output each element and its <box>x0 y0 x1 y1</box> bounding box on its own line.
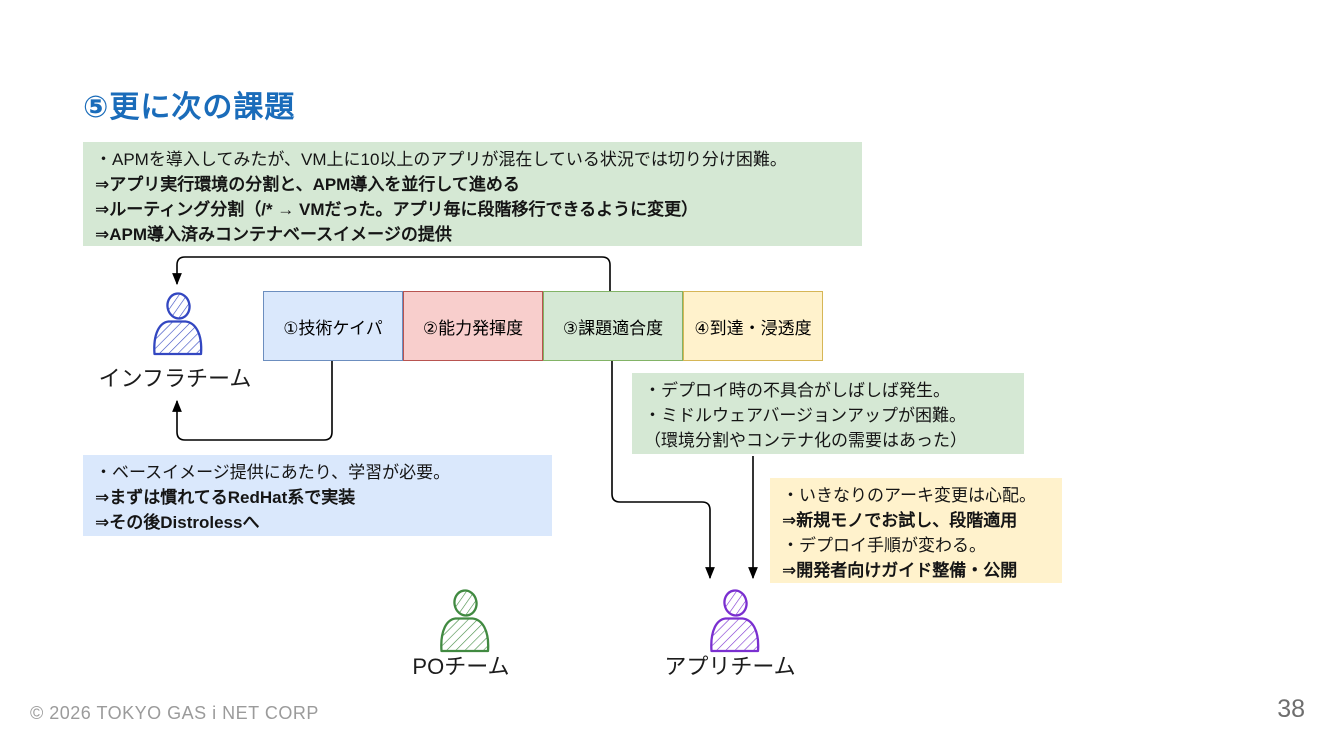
apm-note: ・APMを導入してみたが、VM上に10以上のアプリが混在している状況では切り分け… <box>83 142 862 246</box>
note-line: ⇒まずは慣れてるRedHat系で実装 <box>95 488 356 507</box>
note-line: ・ミドルウェアバージョンアップが困難。 <box>644 406 966 425</box>
note-line: ⇒ルーティング分割（/* → VMだった。アプリ毎に段階移行できるように変更） <box>95 200 699 219</box>
note-line: ・いきなりのアーキ変更は心配。 <box>782 486 1036 505</box>
note-line: ⇒開発者向けガイド整備・公開 <box>782 561 1018 580</box>
deploy-note: ・デプロイ時の不具合がしばしば発生。・ミドルウェアバージョンアップが困難。 （環境… <box>632 373 1024 454</box>
note-line: ・デプロイ手順が変わる。 <box>782 536 986 555</box>
app-team-label: アプリチーム <box>664 654 796 679</box>
stage-box: ③課題適合度 <box>543 291 683 361</box>
infra-team-icon <box>147 292 205 361</box>
arrow-stage3-to-infra-team <box>172 256 611 291</box>
stage-box: ②能力発揮度 <box>403 291 543 361</box>
infra-team-label: インフラチーム <box>98 366 252 391</box>
note-line: ・ベースイメージ提供にあたり、学習が必要。 <box>95 463 451 482</box>
note-line: ・デプロイ時の不具合がしばしば発生。 <box>644 381 950 400</box>
copyright-text: © 2026 TOKYO GAS i NET CORP <box>30 703 319 723</box>
person-icon <box>153 292 203 356</box>
po-team-label: POチーム <box>412 654 510 679</box>
page-title: ⑤更に次の課題 <box>83 91 296 124</box>
note-line: ⇒アプリ実行環境の分割と、APM導入を並行して進める <box>95 175 520 194</box>
note-line: ⇒APM導入済みコンテナベースイメージの提供 <box>95 225 452 244</box>
note-line: （環境分割やコンテナ化の需要はあった） <box>644 431 967 450</box>
app-team-icon <box>704 589 762 658</box>
person-icon <box>440 589 490 653</box>
note-line: ⇒その後Distrolessへ <box>95 513 260 532</box>
arch-note: ・いきなりのアーキ変更は心配。 ⇒新規モノでお試し、段階適用・デプロイ手順が変わる… <box>770 478 1062 583</box>
page-number: 38 <box>1277 695 1305 723</box>
person-icon <box>710 589 760 653</box>
note-line: ・APMを導入してみたが、VM上に10以上のアプリが混在している状況では切り分け… <box>95 150 787 169</box>
stage-box: ①技術ケイパ <box>263 291 403 361</box>
note-line: ⇒新規モノでお試し、段階適用 <box>782 511 1018 530</box>
base-image-note: ・ベースイメージ提供にあたり、学習が必要。 ⇒まずは慣れてるRedHat系で実装 ⇒… <box>83 455 552 536</box>
po-team-icon <box>434 589 492 658</box>
stage-box: ④到達・浸透度 <box>683 291 823 361</box>
